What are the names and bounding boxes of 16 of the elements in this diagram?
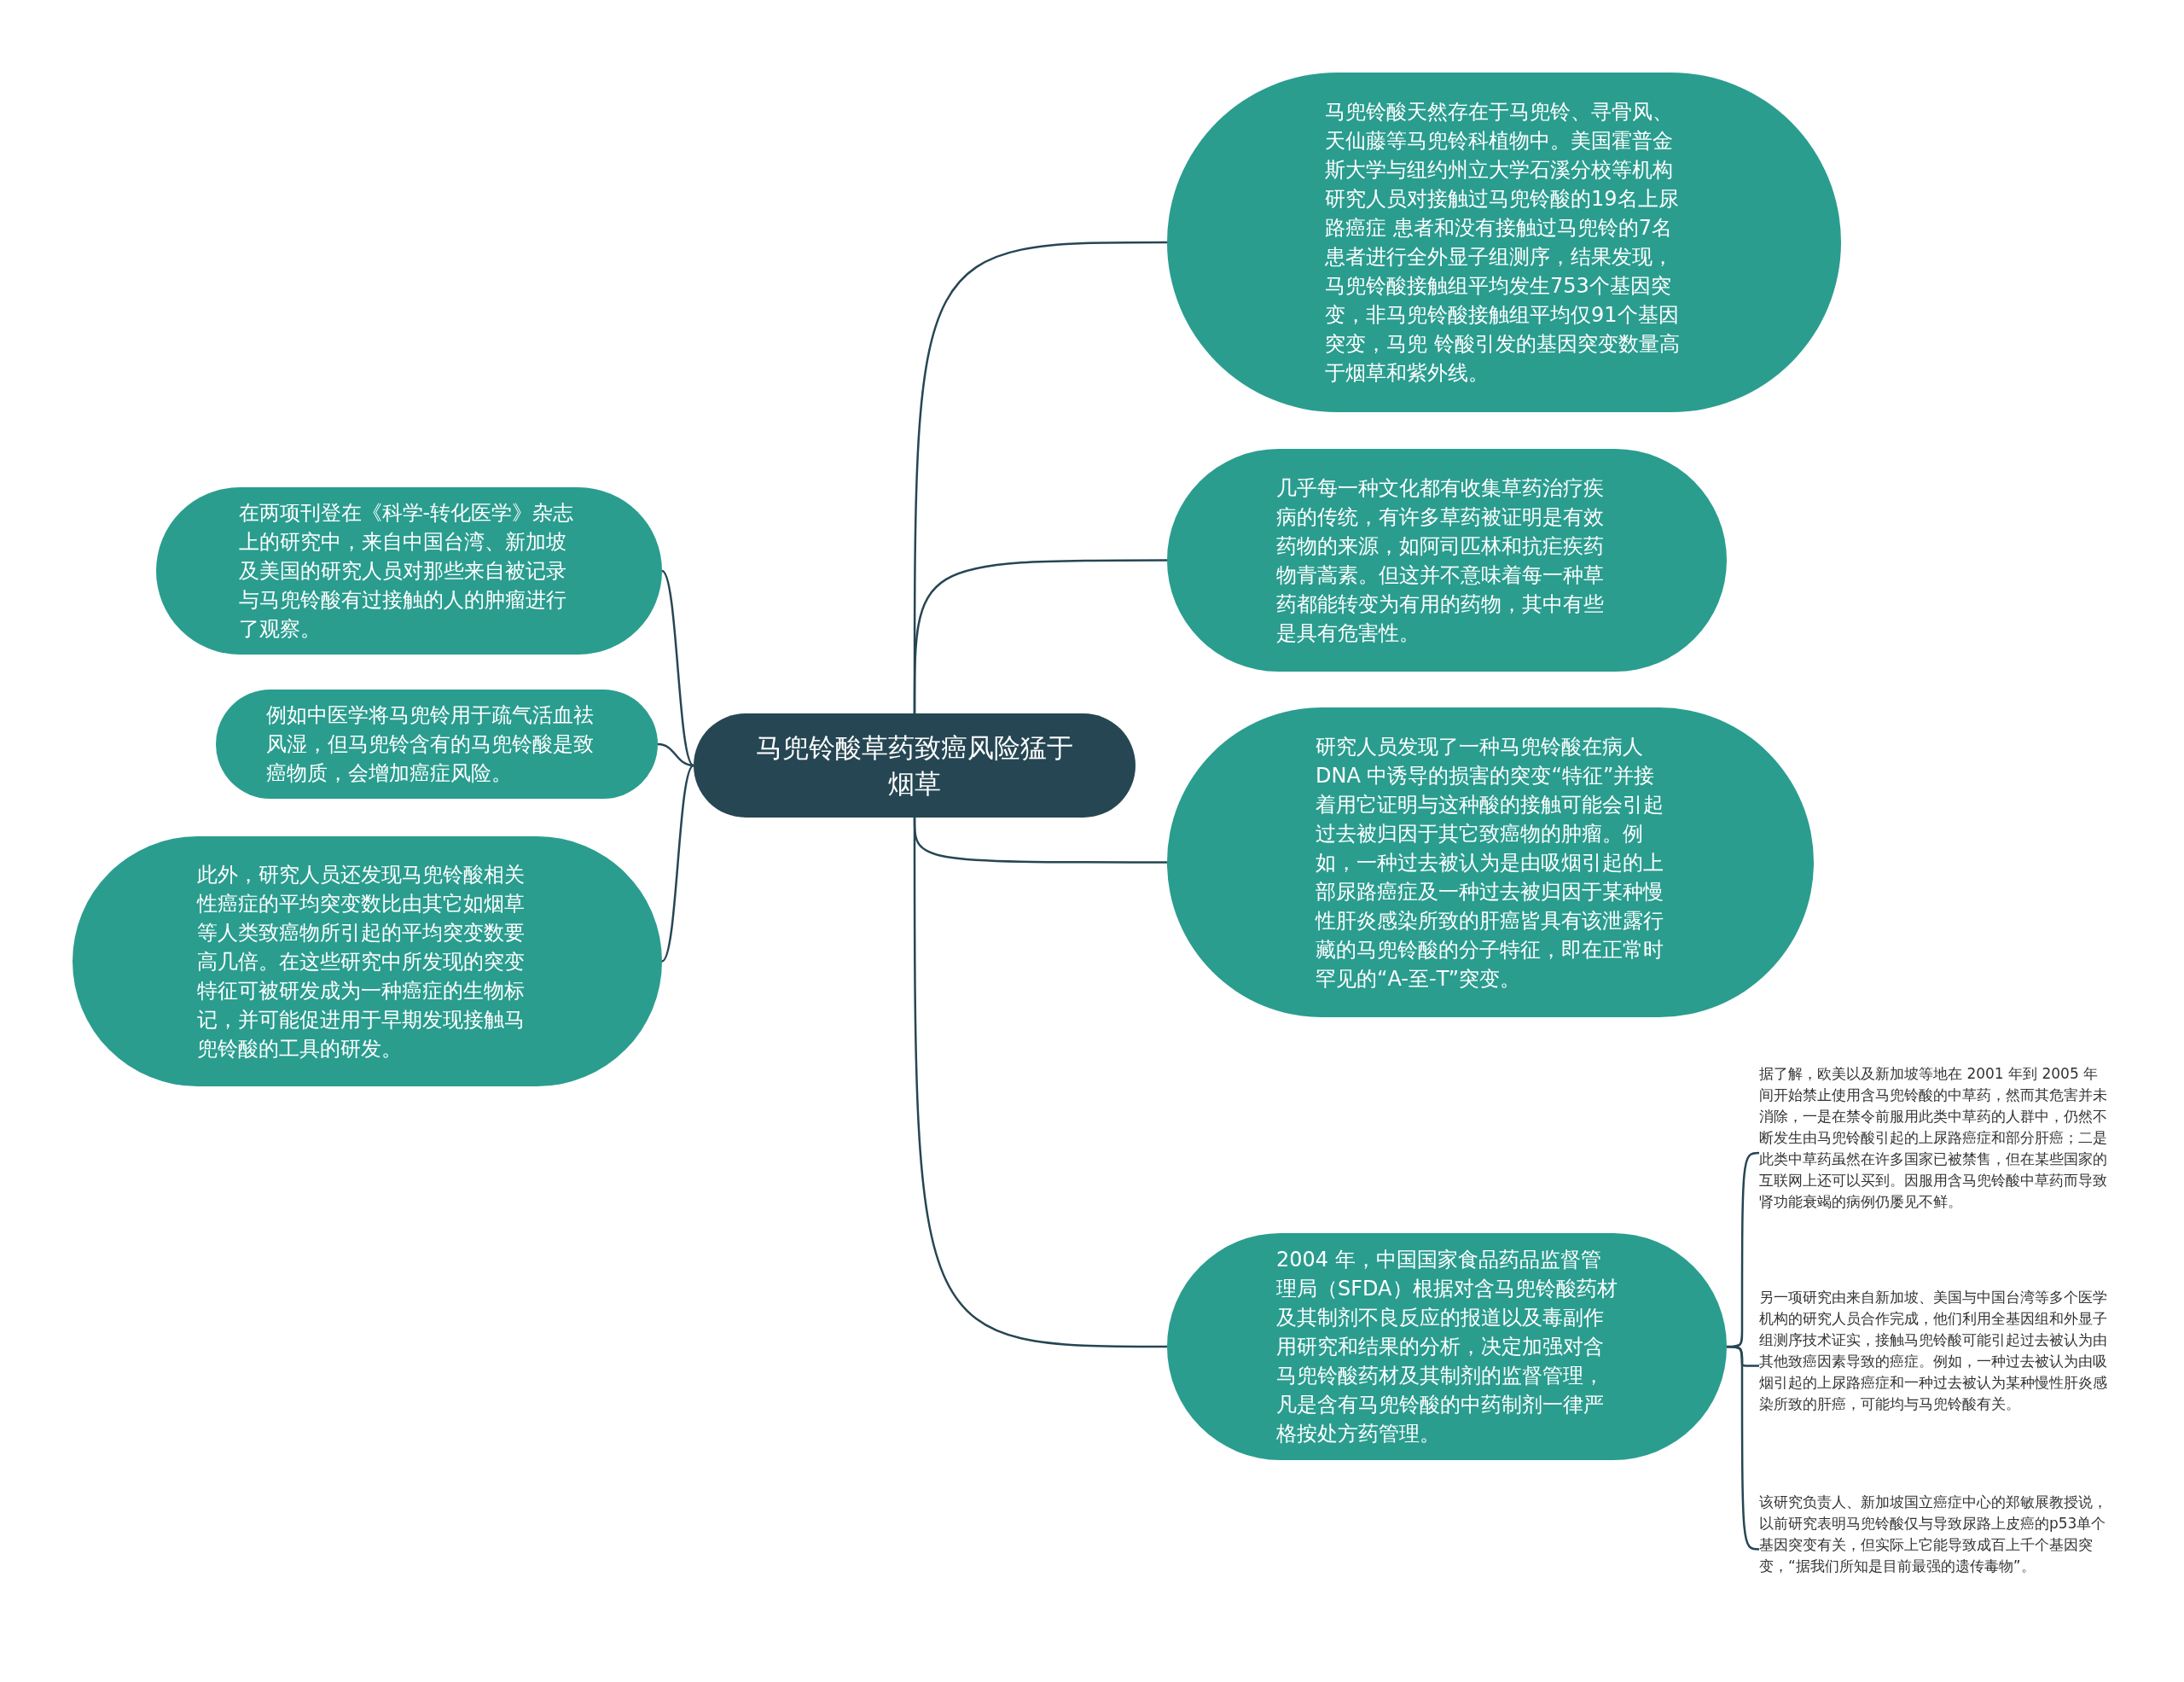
note-text: 据了解，欧美以及新加坡等地在 2001 年到 2005 年间开始禁止使用含马兜铃酸的中草药，然而其危害并未消除，一是在禁令前服用此类中草药的人群中，仍然不断发生由马兜铃酸引起的上尿路癌症和部分肝癌；二是此类中草药虽然在许多国家已被禁售，但在某些国家的互联网上还可以买到。因服用含马兜铃酸中草药而导致肾功能衰竭的病例仍屡见不鲜。	[1759, 1063, 2111, 1243]
note-text: 该研究负责人、新加坡国立癌症中心的郑敏展教授说，以前研究表明马兜铃酸仅与导致尿路上皮癌的p53单个基因突变有关，但实际上它能导致成百上千个基因突变，“据我们所知是目前最强的遗传毒物”。	[1759, 1492, 2111, 1607]
topic-text: 例如中医学将马兜铃用于疏气活血祛风湿，但马兜铃含有的马兜铃酸是致癌物质，会增加癌症风险。	[266, 702, 595, 787]
topic-text: 几乎每一种文化都有收集草药治疗疾病的传统，有许多草药被证明是有效药物的来源，如阿司匹林和抗疟疾药物青蒿素。但这并不意味着每一种草药都能转变为有用的药物，其中有些是具有危害性。	[1276, 474, 1605, 647]
connector-line	[661, 765, 694, 963]
note-text: 另一项研究由来自新加坡、美国与中国台湾等多个医学机构的研究人员合作完成，他们利用全基因组和外显子组测序技术证实，接触马兜铃酸可能引起过去被认为由其他致癌因素导致的癌症。例如，一种过去被认为由吸烟引起的上尿路癌症和一种过去被认为某种慢性肝炎感染所致的肝癌，可能均与马兜铃酸有关。	[1759, 1287, 2111, 1445]
connector-line	[913, 818, 1167, 1348]
topic-text: 研究人员发现了一种马兜铃酸在病人 DNA 中诱导的损害的突变“特征”并接着用它证明与这种酸的接触可能会引起过去被归因于其它致癌物的肿瘤。例如，一种过去被认为是由吸烟引起的上部尿路癌症及一种过去被归因于某种慢性肝炎感染所致的肝癌皆具有该泄露行藏的马兜铃酸的分子特征，即在正常时罕见的“A-至-T”突变。	[1316, 733, 1664, 992]
connector-line	[913, 559, 1167, 713]
topic-text: 2004 年，中国国家食品药品监督管理局（SFDA）根据对含马兜铃酸药材及其制剂不良反应的报道以及毒副作用研究和结果的分析，决定加强对含马兜铃酸药材及其制剂的监督管理，凡是含有马兜铃酸的中药制剂一律严格按处方药管理。	[1276, 1247, 1618, 1447]
topic-text: 在两项刊登在《科学-转化医学》杂志上的研究中，来自中国台湾、新加坡及美国的研究人员对那些来自被记录与马兜铃酸有过接触的人的肿瘤进行了观察。	[238, 500, 575, 643]
connector-line	[657, 742, 694, 767]
topic-text: 马兜铃酸天然存在于马兜铃、寻骨风、天仙藤等马兜铃科植物中。美国霍普金斯大学与纽约州立大学石溪分校等机构研究人员对接触过马兜铃酸的19名上尿路癌症 患者和没有接触过马兜铃的7名患者进行全外显子组测序，结果发现，马兜铃酸接触组平均发生753个基因突变，非马兜铃酸接触组平均仅91个基因突变，马兜 铃酸引发的基因突变数量高于烟草和紫外线。	[1325, 99, 1681, 387]
topic-text: 此外，研究人员还发现马兜铃酸相关性癌症的平均突变数比由其它如烟草等人类致癌物所引起的平均突变数要高几倍。在这些研究中所发现的突变特征可被研发成为一种癌症的生物标记，并可能促进用于早期发现接触马兜铃酸的工具的研发。	[196, 861, 526, 1062]
connector-line	[661, 570, 694, 766]
central-topic-text: 马兜铃酸草药致癌风险猛于烟草	[755, 731, 1074, 800]
